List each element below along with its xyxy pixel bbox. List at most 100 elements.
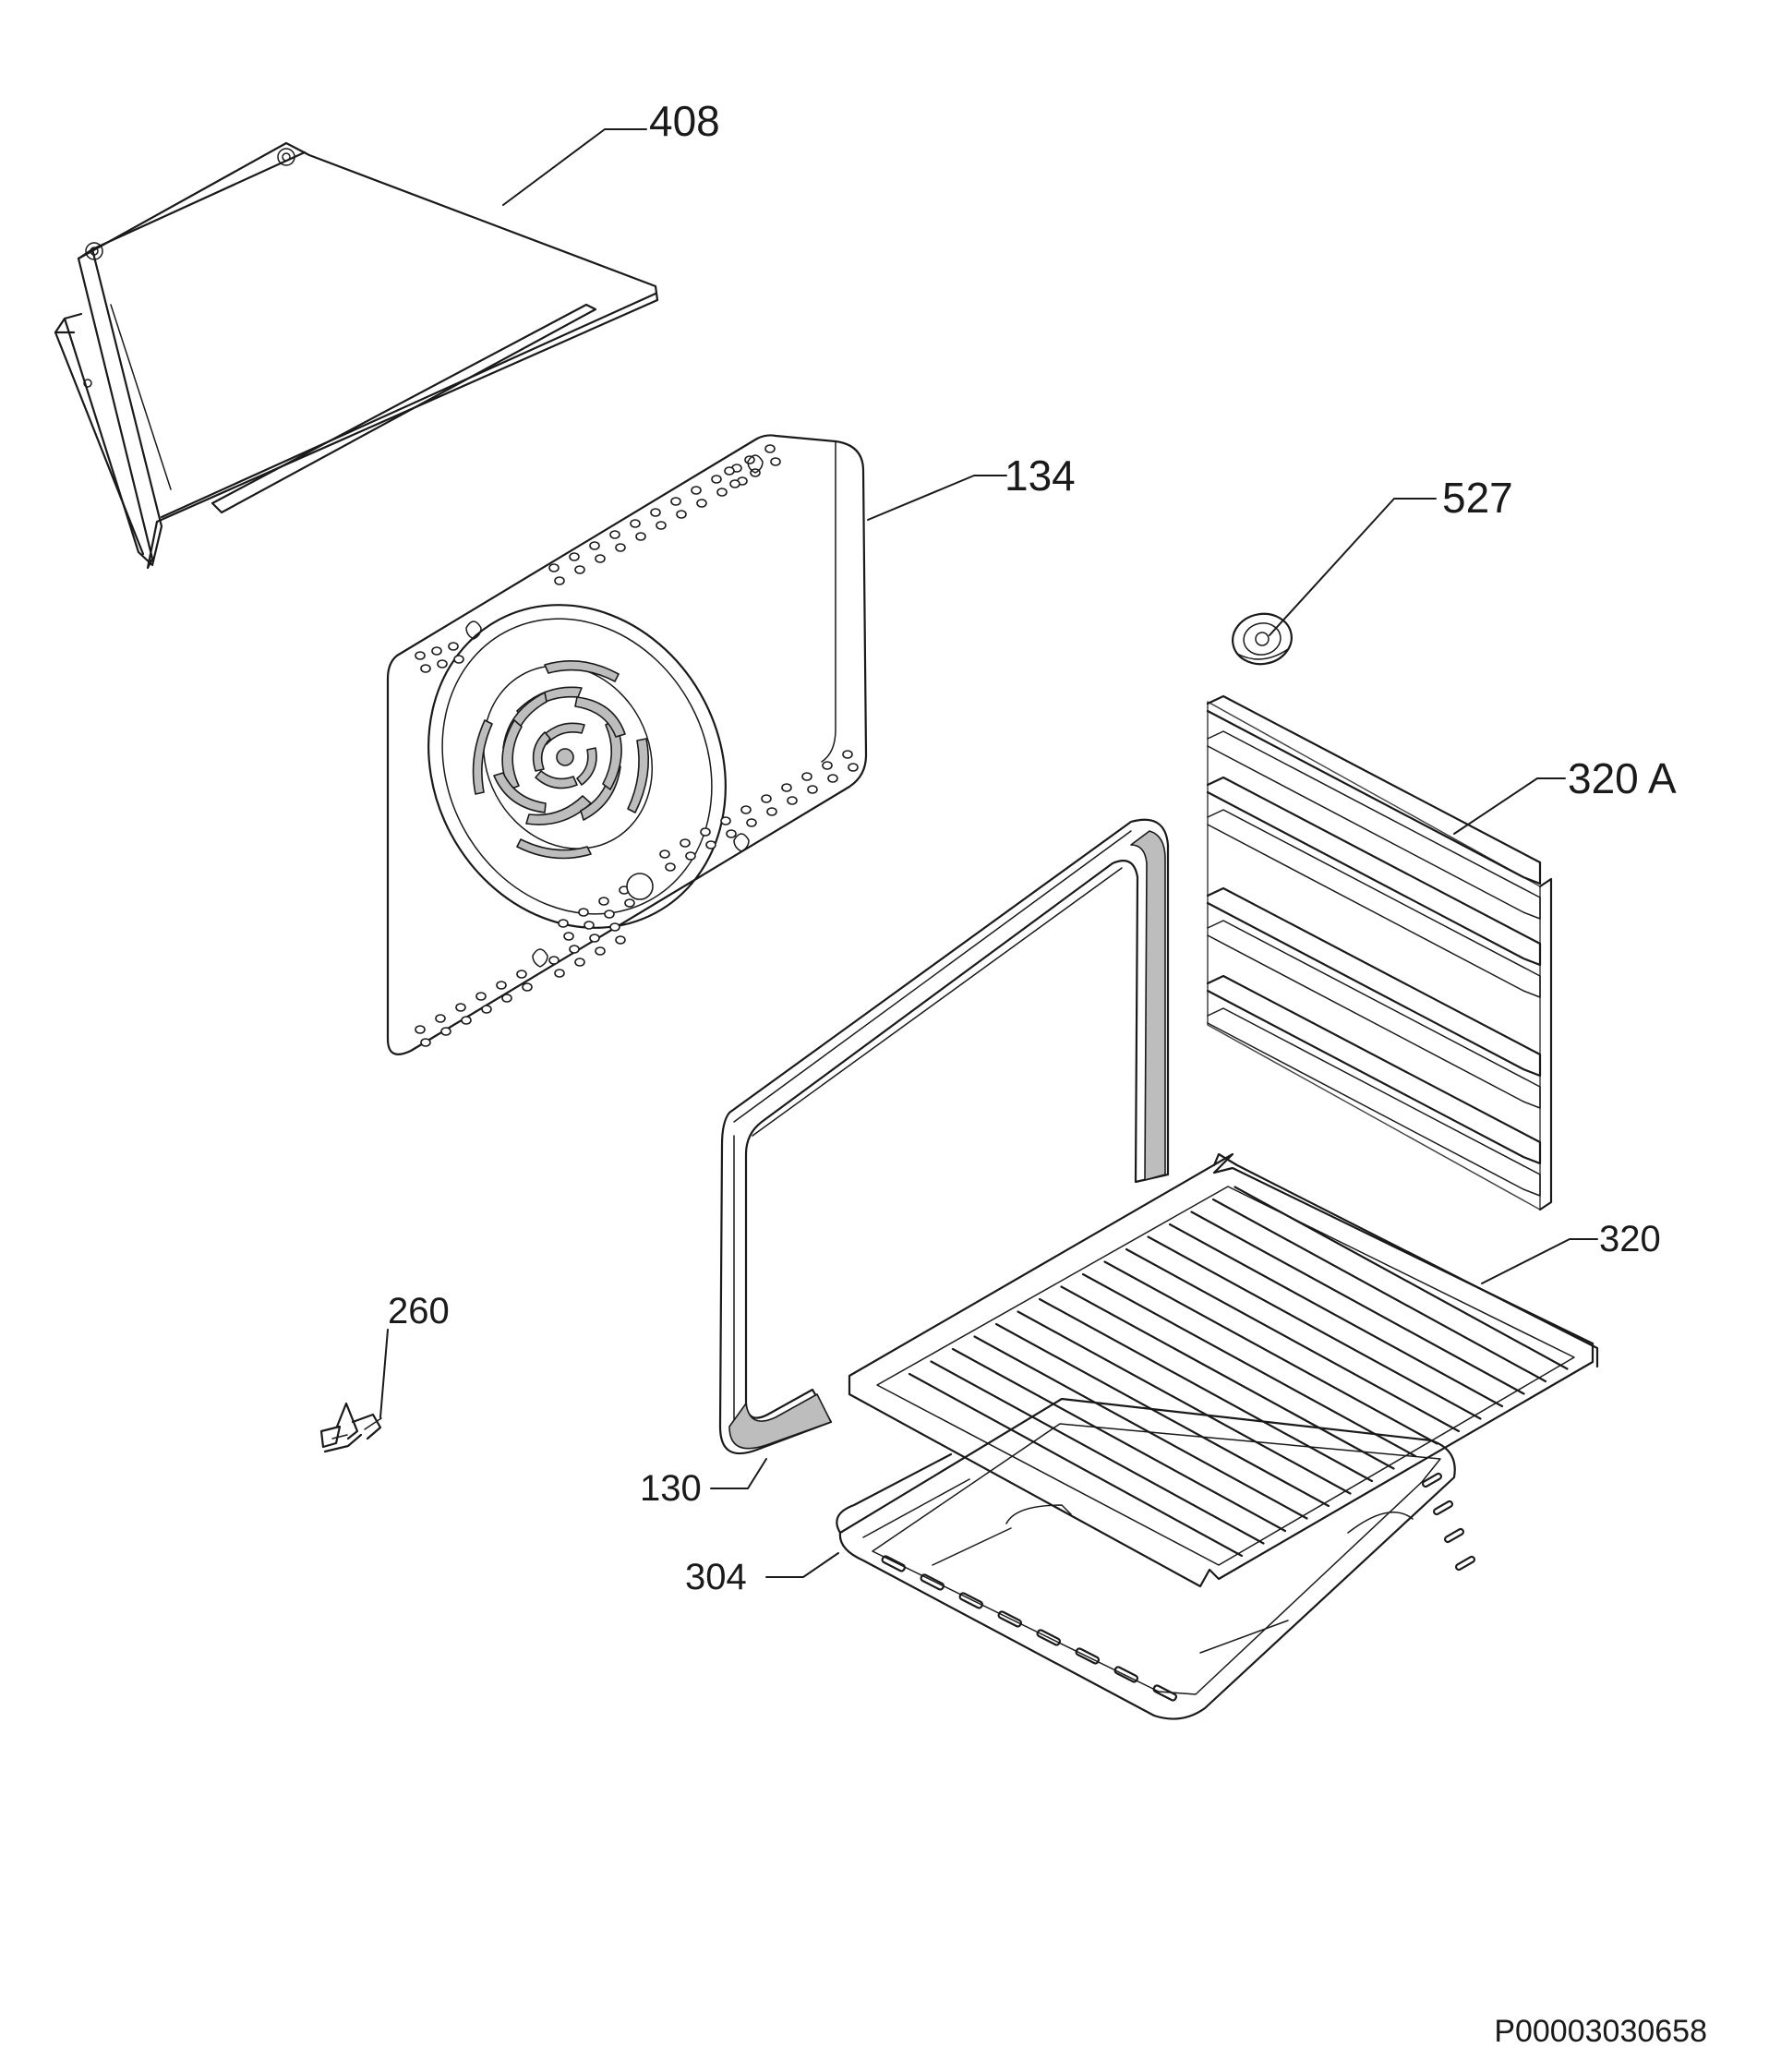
perforation-hole (766, 807, 777, 816)
rail-runner (1207, 920, 1541, 1109)
perforation-hole (589, 934, 600, 943)
part-260-clip[interactable] (319, 1402, 382, 1453)
leader-408 (502, 128, 647, 206)
perforation-hole (665, 862, 676, 872)
callout-320a-number: 320 (1568, 754, 1639, 802)
perforation-hole (435, 1014, 446, 1023)
perforation-hole (700, 827, 711, 837)
perforation-hole (554, 576, 565, 585)
perforation-hole (711, 475, 722, 484)
leader-130 (710, 1458, 767, 1489)
perforation-hole (420, 1038, 431, 1047)
rail-runner (1207, 1007, 1541, 1197)
perforation-hole (569, 945, 580, 954)
perforation-hole (720, 816, 731, 825)
perforation-hole (680, 838, 691, 848)
perforation-hole (554, 969, 565, 978)
perforation-hole (656, 521, 667, 530)
perforation-hole (716, 488, 728, 497)
perforation-hole (609, 922, 620, 932)
perforation-hole (770, 457, 781, 466)
part-408-top-deflector[interactable] (54, 141, 659, 570)
rail-runner (1206, 886, 1542, 1078)
rail-runner (1207, 809, 1541, 998)
perforation-hole (589, 541, 600, 550)
shelf-wire (930, 1360, 1265, 1545)
perforation-hole (437, 659, 448, 669)
perforation-hole (705, 840, 716, 849)
shelf-wire (1060, 1285, 1395, 1470)
callout-320a-suffix: A (1648, 754, 1677, 802)
part-130-door-seal[interactable] (718, 818, 1170, 1455)
rail-runner (1206, 974, 1542, 1165)
tray-slot (1443, 1527, 1465, 1544)
perforation-hole (415, 651, 426, 660)
perforation-hole (615, 935, 626, 945)
perforation-hole (787, 796, 798, 805)
callout-320a: 320 A (1568, 757, 1677, 800)
perforation-hole (578, 908, 589, 917)
perforation-hole (595, 554, 606, 563)
perforation-hole (615, 543, 626, 552)
perforation-hole (726, 829, 737, 838)
shelf-wire (1038, 1297, 1374, 1483)
callout-130: 130 (640, 1468, 702, 1509)
perforation-hole (420, 664, 431, 673)
perforation-hole (724, 466, 735, 476)
perforation-hole (448, 642, 459, 651)
perforation-hole (574, 565, 585, 574)
perforation-hole (453, 655, 464, 664)
shelf-wire (1125, 1247, 1461, 1433)
part-320-wire-shelf[interactable] (848, 1152, 1599, 1588)
perforation-hole (635, 532, 646, 541)
leader-260 (379, 1329, 389, 1418)
perforation-hole (548, 956, 560, 965)
part-304-baking-tray[interactable] (836, 1397, 1476, 1720)
part-320a-side-rails[interactable] (1206, 694, 1553, 1211)
perforation-hole (598, 897, 609, 906)
perforation-hole (569, 552, 580, 561)
perforation-hole (501, 994, 512, 1003)
rail-runner (1206, 776, 1542, 967)
perforation-hole (746, 818, 757, 827)
perforation-hole (584, 921, 595, 930)
shelf-wire (1081, 1272, 1417, 1458)
tray-slot (997, 1610, 1023, 1628)
leader-304 (765, 1552, 839, 1578)
perforation-hole (558, 919, 569, 928)
perforation-hole (516, 970, 527, 979)
perforation-hole (548, 563, 560, 572)
perforation-hole (842, 750, 853, 759)
shelf-wire (1103, 1260, 1438, 1445)
perforation-hole (496, 981, 507, 990)
leader-134 (867, 475, 1007, 521)
tray-slot (1075, 1647, 1101, 1665)
part-134-rear-panel[interactable] (373, 434, 868, 1055)
perforation-hole (440, 1027, 451, 1036)
tray-slot (1454, 1555, 1476, 1572)
tray-slot (958, 1592, 984, 1609)
perforation-hole (475, 992, 487, 1001)
rail-runner (1206, 694, 1542, 885)
shelf-wire (951, 1347, 1287, 1533)
rail-runner (1207, 730, 1541, 920)
perforation-hole (624, 898, 635, 908)
shelf-wire (1168, 1223, 1504, 1408)
part-527-lamp[interactable] (1229, 609, 1295, 669)
shelf-wire (1147, 1235, 1482, 1420)
shelf-wire (1211, 1198, 1547, 1383)
tray-slot (881, 1555, 907, 1572)
leader-527 (1269, 498, 1437, 636)
callout-304: 304 (685, 1557, 747, 1597)
perforation-hole (801, 772, 812, 781)
perforation-hole (415, 1025, 426, 1034)
tray-slot (1432, 1500, 1454, 1516)
perforation-hole (595, 946, 606, 956)
perforation-hole (691, 486, 702, 495)
perforation-hole (455, 1003, 466, 1012)
perforation-hole (781, 783, 792, 792)
callout-320: 320 (1599, 1219, 1661, 1259)
perforation-hole (481, 1005, 492, 1014)
perforation-hole (522, 982, 533, 992)
